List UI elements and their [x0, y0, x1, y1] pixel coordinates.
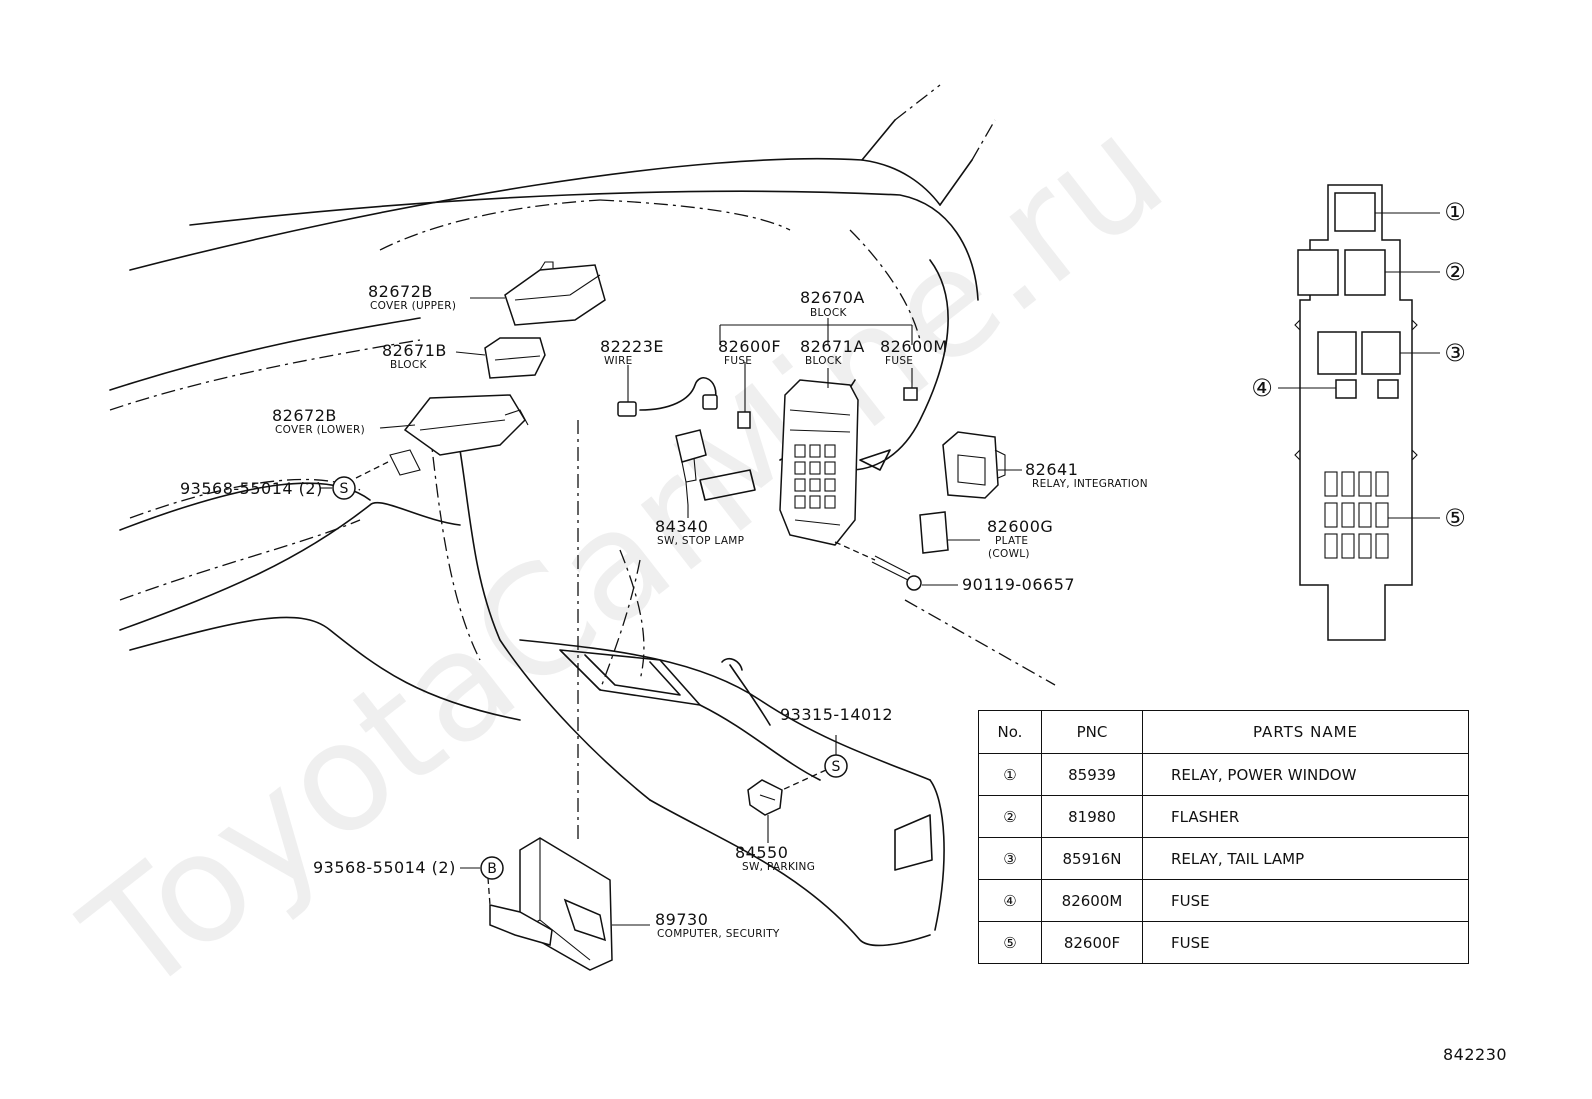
callout-name: PLATE [995, 535, 1028, 547]
row-name: RELAY, POWER WINDOW [1142, 753, 1469, 796]
callout-pno: 82670A [800, 288, 865, 307]
junction-block-part [779, 379, 859, 546]
fuse-82600m-part [903, 387, 918, 401]
security-computer-part [489, 837, 613, 971]
table-row: ② 81980 FLASHER [978, 795, 1469, 838]
callout-pno: 93568-55014 (2) [313, 858, 456, 877]
leader-lines [320, 297, 1022, 926]
callout-name: FUSE [724, 355, 752, 367]
callout-name: COVER (UPPER) [370, 300, 456, 312]
parking-switch-part [747, 779, 783, 816]
callout-name: COVER (LOWER) [275, 424, 365, 436]
table-row: ④ 82600M FUSE [978, 879, 1469, 922]
callout-name: FUSE [885, 355, 913, 367]
callout-pno: 82671B [382, 341, 447, 360]
callout-pno: 82672B [272, 406, 337, 425]
callout-pno: 93568-55014 (2) [180, 479, 323, 498]
row-no: ⑤ [978, 921, 1042, 964]
parts-table: No. PNC PARTS NAME ① 85939 RELAY, POWER … [978, 710, 1469, 964]
callout-pno: 82600G [987, 517, 1053, 536]
integration-relay-part [942, 431, 1006, 499]
row-pnc: 81980 [1041, 795, 1143, 838]
row-pnc: 82600M [1041, 879, 1143, 922]
svg-text:S: S [832, 759, 841, 775]
block-label-3: ③ [1444, 339, 1466, 367]
junction-block-layout: ① ② ③ ④ ⑤ [1251, 184, 1466, 641]
row-pnc: 85939 [1041, 753, 1143, 796]
callout-name: BLOCK [390, 359, 427, 371]
row-name: FUSE [1142, 921, 1469, 964]
cover-lower-part [389, 394, 529, 476]
row-no: ③ [978, 837, 1042, 880]
header-parts-name: PARTS NAME [1142, 710, 1469, 754]
plate-cowl-part [919, 511, 949, 554]
callout-pno: 82600F [718, 337, 781, 356]
header-pnc: PNC [1041, 710, 1143, 754]
screw-marker-b: B [480, 856, 504, 880]
row-no: ② [978, 795, 1042, 838]
callout-name: SW, PARKING [742, 861, 815, 873]
callout-name: COMPUTER, SECURITY [657, 928, 780, 940]
callout-pno: 84340 [655, 517, 708, 536]
fuse-82600f-part [737, 411, 751, 429]
table-row: ⑤ 82600F FUSE [978, 921, 1469, 964]
wire-82223e-part [617, 377, 718, 417]
callout-name: BLOCK [810, 307, 847, 319]
svg-text:B: B [487, 861, 497, 877]
fuse-grid [1324, 471, 1389, 559]
screw-marker-s-1: S [332, 476, 356, 500]
block-82671b-part [484, 337, 546, 379]
callout-name: WIRE [604, 355, 633, 367]
callout-pno: 84550 [735, 843, 788, 862]
document-code: 842230 [1443, 1045, 1508, 1064]
callout-name: RELAY, INTEGRATION [1032, 478, 1148, 490]
screw-leader-b [487, 877, 491, 906]
row-name: FLASHER [1142, 795, 1469, 838]
svg-text:S: S [340, 481, 349, 497]
screw-marker-s-2: S [824, 754, 848, 778]
callout-labels: 82672B COVER (UPPER) 82671B BLOCK 82672B… [180, 282, 1148, 940]
callout-name: SW, STOP LAMP [657, 535, 744, 547]
cover-upper-part [504, 261, 606, 326]
table-row: ① 85939 RELAY, POWER WINDOW [978, 753, 1469, 796]
block-label-1: ① [1444, 198, 1466, 226]
table-row: ③ 85916N RELAY, TAIL LAMP [978, 837, 1469, 880]
row-name: FUSE [1142, 879, 1469, 922]
table-header-row: No. PNC PARTS NAME [978, 710, 1469, 754]
block-label-5: ⑤ [1444, 504, 1466, 532]
row-name: RELAY, TAIL LAMP [1142, 837, 1469, 880]
stop-lamp-switch-part [675, 429, 707, 506]
callout-pno: 82672B [368, 282, 433, 301]
callout-name: (COWL) [988, 548, 1030, 560]
bolt-leader [834, 541, 876, 561]
block-label-4: ④ [1251, 374, 1273, 402]
row-no: ④ [978, 879, 1042, 922]
callout-pno: 90119-06657 [962, 575, 1075, 594]
dashboard-outline [109, 84, 1056, 947]
header-no: No. [978, 710, 1042, 754]
callout-pno: 93315-14012 [780, 705, 893, 724]
block-label-2: ② [1444, 258, 1466, 286]
callout-pno: 89730 [655, 910, 708, 929]
bolt-part [871, 555, 922, 591]
callout-name: BLOCK [805, 355, 842, 367]
row-pnc: 85916N [1041, 837, 1143, 880]
callout-pno: 82223E [600, 337, 664, 356]
row-pnc: 82600F [1041, 921, 1143, 964]
row-no: ① [978, 753, 1042, 796]
callout-pno: 82641 [1025, 460, 1078, 479]
callout-pno: 82600M [880, 337, 948, 356]
callout-pno: 82671A [800, 337, 865, 356]
